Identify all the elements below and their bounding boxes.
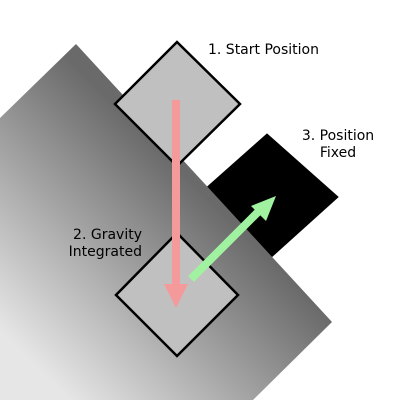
start-position-label: 1. Start Position xyxy=(208,42,319,59)
correction-arrow xyxy=(188,196,276,282)
gravity-integrated-line1: 2. Gravity xyxy=(73,227,142,243)
gravity-integrated-line2: Integrated xyxy=(68,244,142,260)
gravity-arrow xyxy=(164,100,188,308)
position-fixed-line1: 3. Position xyxy=(301,128,375,144)
gravity-arrow-head xyxy=(164,284,188,308)
sloped-wall xyxy=(0,44,332,400)
gravity-integrated-label: 2. Gravity Integrated xyxy=(38,227,142,261)
position-fixed-line2: Fixed xyxy=(319,145,357,161)
correction-arrow-shaft xyxy=(188,207,263,282)
start-position-text: 1. Start Position xyxy=(208,42,319,58)
position-fixed-label: 3. Position Fixed xyxy=(300,128,376,162)
correction-arrow-head xyxy=(251,196,276,221)
